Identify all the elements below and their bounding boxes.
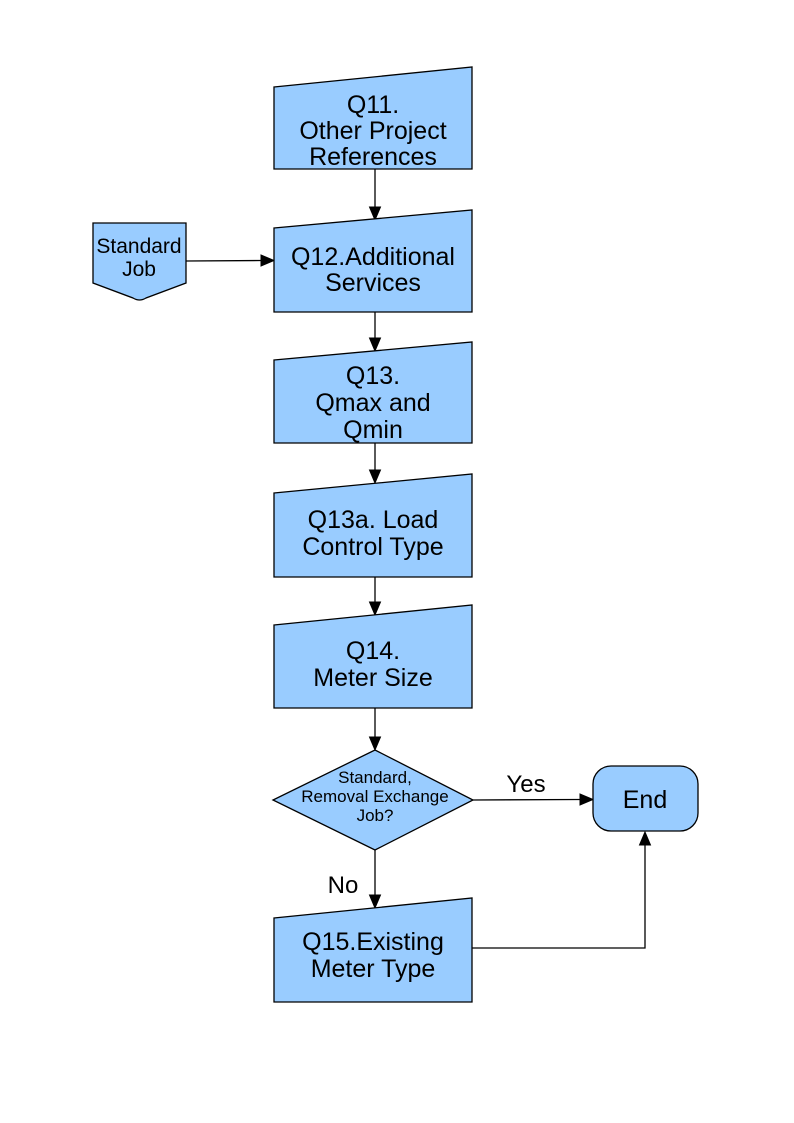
manual-input-shape — [273, 209, 473, 313]
node-q13: Q13. Qmax and Qmin — [273, 341, 473, 444]
arrowhead-down-icon — [368, 337, 382, 353]
node-q13a-line-1: Q13a. Load — [308, 506, 439, 534]
arrowhead-down-icon — [368, 469, 382, 485]
node-standard-job-line-2: Job — [122, 258, 156, 281]
node-q14: Q14. Meter Size — [273, 604, 473, 709]
node-q11-line-2: Other Project — [299, 117, 446, 145]
node-q11-line-1: Q11. — [347, 91, 399, 119]
node-q14-line-1: Q14. — [346, 637, 400, 665]
node-decision-line-1: Standard, — [338, 768, 412, 787]
arrowhead-up-icon — [638, 830, 652, 846]
edge-q11-q12 — [368, 169, 382, 222]
edge-q13-q13a — [368, 443, 382, 485]
edge-decision-end-yes: Yes — [472, 771, 595, 806]
node-q11-line-3: References — [309, 143, 437, 171]
node-q12: Q12.Additional Services — [273, 209, 473, 313]
node-standard-job-line-1: Standard — [96, 235, 181, 258]
edge-label-no: No — [328, 872, 359, 899]
node-q13-line-1: Q13. — [346, 362, 400, 390]
manual-input-shape — [273, 897, 473, 1003]
arrowhead-down-icon — [368, 601, 382, 617]
node-q13a-line-2: Control Type — [302, 533, 443, 561]
connector-elbow-line — [472, 845, 646, 949]
edge-q14-decision — [368, 708, 382, 752]
node-q15-line-1: Q15.Existing — [302, 928, 444, 956]
manual-input-shape — [273, 341, 473, 444]
node-standard-job: Standard Job — [92, 222, 187, 301]
edge-label-yes: Yes — [506, 771, 545, 798]
manual-input-shape — [273, 473, 473, 578]
edge-q15-end — [472, 830, 652, 949]
edge-q12-q13 — [368, 312, 382, 353]
manual-input-shape — [273, 66, 473, 170]
off-page-connector-shape — [92, 222, 187, 301]
node-q13-line-3: Qmin — [343, 416, 403, 444]
node-q12-line-2: Services — [325, 269, 421, 297]
node-end: End — [592, 765, 699, 832]
node-q13-line-2: Qmax and — [315, 389, 430, 417]
node-q14-line-2: Meter Size — [313, 664, 432, 692]
node-decision-line-3: Job? — [357, 806, 394, 825]
manual-input-shape — [273, 604, 473, 709]
edge-decision-q15-no: No — [328, 850, 382, 910]
node-decision: Standard, Removal Exchange Job? — [271, 749, 475, 851]
connector-line — [472, 798, 581, 801]
node-q11: Q11. Other Project References — [273, 66, 473, 171]
edge-standard-job-q12 — [185, 254, 276, 267]
node-q12-line-1: Q12.Additional — [291, 243, 455, 271]
arrowhead-down-icon — [368, 206, 382, 222]
arrowhead-right-icon — [260, 254, 276, 267]
node-q13a: Q13a. Load Control Type — [273, 473, 473, 578]
terminator-shape — [592, 765, 699, 832]
node-decision-line-2: Removal Exchange — [301, 787, 448, 806]
node-q15-line-2: Meter Type — [311, 955, 436, 983]
edge-q13a-q14 — [368, 577, 382, 617]
node-end-line-1: End — [623, 786, 667, 814]
arrowhead-right-icon — [579, 793, 595, 806]
arrowhead-down-icon — [368, 736, 382, 752]
arrowhead-down-icon — [368, 894, 382, 910]
node-q15: Q15.Existing Meter Type — [273, 897, 473, 1003]
connector-line — [185, 259, 262, 262]
